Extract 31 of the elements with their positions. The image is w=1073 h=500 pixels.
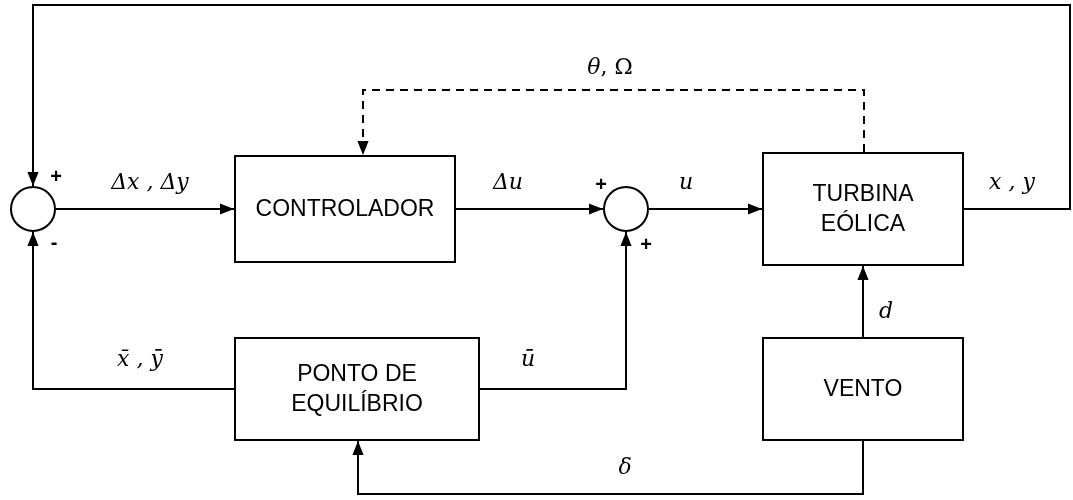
arrow <box>27 231 235 390</box>
signal-label: δ <box>618 453 632 479</box>
signal-label: θ, Ω <box>587 53 633 79</box>
signal-label: Δx , Δy <box>111 168 189 194</box>
block-box <box>234 337 480 441</box>
block-label: VENTO <box>823 374 903 404</box>
block-label: TURBINA EÓLICA <box>811 179 915 238</box>
block-box <box>762 152 964 266</box>
arrow <box>648 203 763 215</box>
signal-label: x̄ , ȳ <box>117 345 163 371</box>
block-box <box>234 155 456 263</box>
sign-label: - <box>50 230 58 254</box>
signal-label: ū <box>520 345 536 371</box>
signal-label: x , y <box>989 168 1035 194</box>
arrow <box>55 203 235 215</box>
block-box <box>762 337 964 441</box>
dashed-arrow <box>357 89 865 156</box>
signal-label: u <box>678 168 694 194</box>
arrow <box>352 440 864 495</box>
summing-junction-circle <box>10 186 56 232</box>
arrow <box>27 4 1071 210</box>
block-label: PONTO DE EQUILÍBRIO <box>290 359 424 418</box>
arrow <box>479 231 632 390</box>
sign-label: + <box>50 164 62 188</box>
signal-label: Δu <box>492 168 524 194</box>
block-label: CONTROLADOR <box>255 194 435 224</box>
sign-label: + <box>595 172 607 196</box>
signal-label: d <box>878 297 894 323</box>
arrow <box>455 203 604 215</box>
sign-label: + <box>640 232 652 256</box>
arrow <box>857 265 869 338</box>
